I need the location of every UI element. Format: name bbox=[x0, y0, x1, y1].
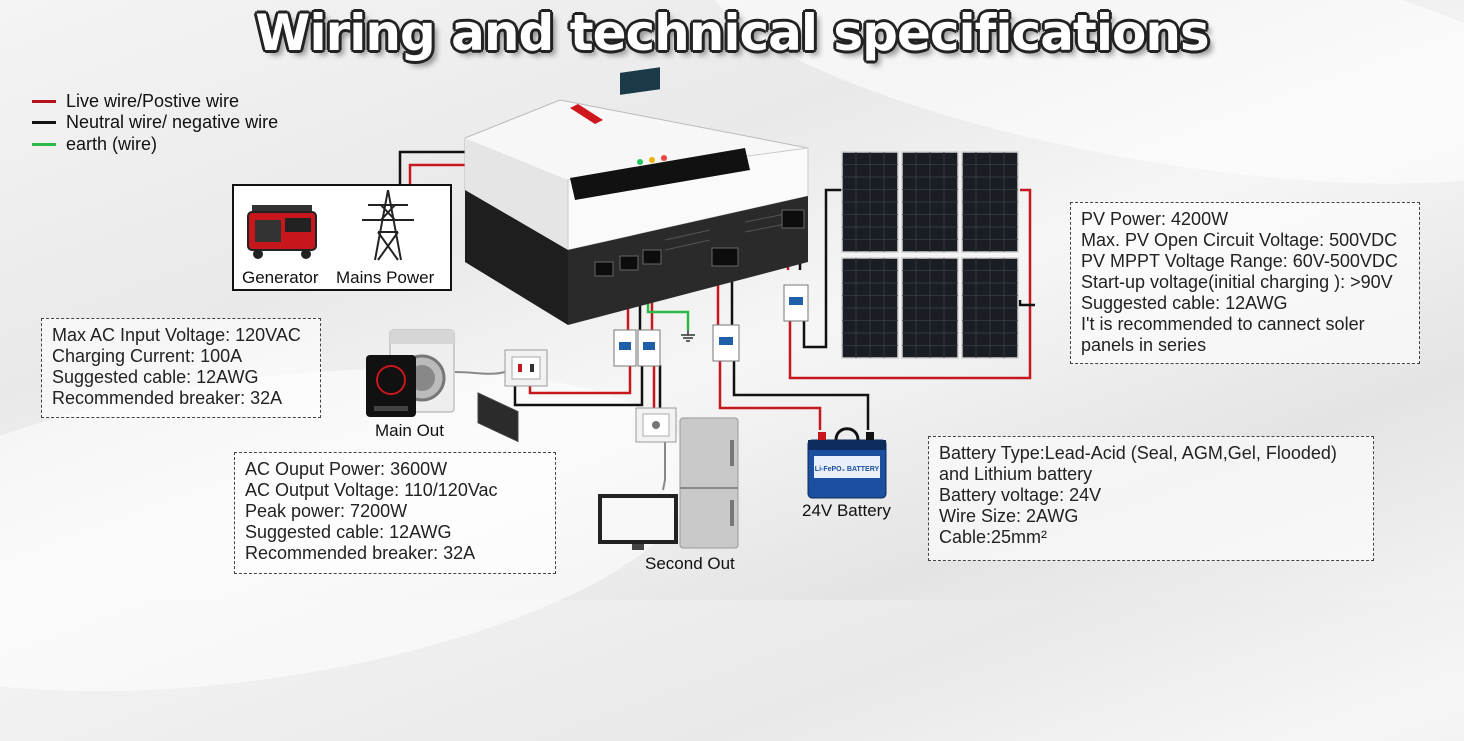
spec-line: Charging Current: 100A bbox=[52, 346, 243, 366]
spec-line: Max AC Input Voltage: 120VAC bbox=[52, 325, 301, 345]
spec-line: and Lithium battery bbox=[939, 464, 1093, 484]
monitor-icon bbox=[598, 494, 678, 550]
spec-line: Battery Type:Lead-Acid (Seal, AGM,Gel, F… bbox=[939, 443, 1337, 463]
transmission-tower-icon bbox=[362, 189, 414, 261]
battery-icon: Li-FePO₄ BATTERY bbox=[807, 427, 887, 499]
pv-minus-wire bbox=[802, 188, 842, 349]
inverter bbox=[464, 67, 809, 443]
spec-line: Recommended breaker: 32A bbox=[245, 543, 476, 563]
spec-line: Recommended breaker: 32A bbox=[52, 388, 283, 408]
inverter-logo-stripe bbox=[570, 104, 603, 124]
page-title: Wiring and technical specifications bbox=[255, 4, 1209, 62]
solar-panel bbox=[901, 151, 959, 253]
generator-label: Generator bbox=[242, 268, 319, 287]
inverter-screen bbox=[620, 67, 660, 95]
battery-plus-wire bbox=[718, 360, 822, 430]
wiring-diagram: Li-FePO₄ BATTERY bbox=[232, 67, 1035, 550]
solar-panel bbox=[961, 257, 1019, 359]
spec-line: panels in series bbox=[1081, 335, 1207, 355]
ac-output-spec-box: AC Ouput Power: 3600W AC Output Voltage:… bbox=[234, 452, 556, 574]
spec-line: Wire Size: 2AWG bbox=[939, 506, 1079, 526]
second-out-label: Second Out bbox=[645, 554, 735, 573]
ground-symbol-icon bbox=[681, 330, 695, 342]
indicator-light bbox=[661, 155, 667, 161]
spec-line: Suggested cable: 12AWG bbox=[245, 522, 452, 542]
spec-line: Suggested cable: 12AWG bbox=[52, 367, 259, 387]
indicator-light bbox=[649, 157, 655, 163]
breakers bbox=[613, 284, 809, 367]
spec-line: PV MPPT Voltage Range: 60V-500VDC bbox=[1081, 251, 1398, 271]
legend-earth-wire: earth (wire) bbox=[32, 134, 157, 155]
legend-neutral-wire: Neutral wire/ negative wire bbox=[32, 112, 278, 133]
indicator-light bbox=[637, 159, 643, 165]
main-out-label: Main Out bbox=[375, 421, 444, 440]
induction-cooker-icon bbox=[366, 355, 416, 417]
earth-wire-swatch bbox=[32, 143, 56, 146]
pv-spec-box: PV Power: 4200W Max. PV Open Circuit Vol… bbox=[1070, 202, 1420, 364]
battery-minus-wire bbox=[732, 360, 870, 430]
battery-spec-box: Battery Type:Lead-Acid (Seal, AGM,Gel, F… bbox=[928, 436, 1374, 561]
battery-label: 24V Battery bbox=[802, 501, 891, 520]
refrigerator-icon bbox=[679, 417, 739, 549]
spec-line: Max. PV Open Circuit Voltage: 500VDC bbox=[1081, 230, 1398, 250]
spec-line: AC Ouput Power: 3600W bbox=[245, 459, 448, 479]
legend-label: Live wire/Postive wire bbox=[66, 91, 240, 111]
ac-input-spec-box: Max AC Input Voltage: 120VAC Charging Cu… bbox=[41, 318, 321, 418]
spec-line: Battery voltage: 24V bbox=[939, 485, 1102, 505]
spec-line: PV Power: 4200W bbox=[1081, 209, 1229, 229]
wall-outlet-icon bbox=[504, 349, 548, 387]
spec-line: AC Output Voltage: 110/120Vac bbox=[245, 480, 498, 500]
mains-power-label: Mains Power bbox=[336, 268, 435, 287]
main-out-neutral bbox=[513, 365, 644, 407]
battery-brand-label: Li-FePO₄ BATTERY bbox=[815, 466, 880, 473]
solar-panel bbox=[901, 257, 959, 359]
generator-icon bbox=[247, 205, 317, 259]
spec-line: Start-up voltage(initial charging ): >90… bbox=[1081, 272, 1393, 292]
live-wire-swatch bbox=[32, 100, 56, 103]
pv-plus-wire bbox=[788, 188, 1032, 380]
solar-panel bbox=[961, 151, 1019, 253]
spec-line: Suggested cable: 12AWG bbox=[1081, 293, 1288, 313]
solar-panel bbox=[841, 257, 899, 359]
monitor-cord bbox=[662, 440, 666, 491]
neutral-wire-swatch bbox=[32, 121, 56, 124]
spec-line: Peak power: 7200W bbox=[245, 501, 408, 521]
legend-label: Neutral wire/ negative wire bbox=[66, 112, 279, 132]
wall-outlet-icon bbox=[635, 407, 677, 443]
pv-series-wire bbox=[1018, 300, 1035, 307]
battery-breaker bbox=[712, 324, 740, 362]
pv-breaker bbox=[783, 284, 809, 322]
spec-line: Cable:25mm² bbox=[939, 527, 1048, 547]
appliance-cord bbox=[454, 371, 506, 375]
earth-wire bbox=[646, 300, 690, 330]
ac-input-breaker bbox=[613, 329, 637, 367]
solar-panel-array bbox=[841, 151, 1019, 359]
legend-live-wire: Live wire/Postive wire bbox=[32, 91, 239, 112]
legend-label: earth (wire) bbox=[66, 134, 158, 154]
ac-output-breaker bbox=[637, 329, 661, 367]
solar-panel bbox=[841, 151, 899, 253]
spec-line: I't is recommended to cannect soler bbox=[1081, 314, 1365, 334]
